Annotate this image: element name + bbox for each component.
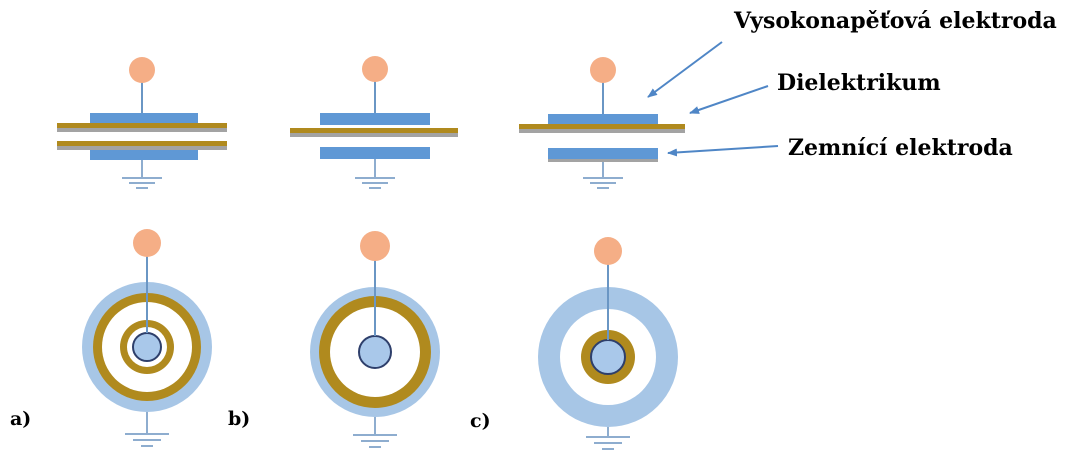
planar-config-c: [519, 57, 685, 189]
ground-electrode: [548, 148, 658, 159]
hv-electrode: [90, 113, 198, 123]
arrow-to-ground-electrode: [667, 145, 779, 157]
ground-symbol: [122, 177, 162, 189]
ground-symbol: [586, 436, 630, 450]
hv-electrode: [320, 113, 430, 125]
hv-electrode: [548, 114, 658, 124]
planar-config-a: [57, 57, 227, 189]
ground-symbol: [355, 177, 395, 189]
hv-core-electrode: [590, 339, 626, 375]
hv-terminal: [360, 231, 390, 261]
hv-terminal: [590, 57, 616, 83]
dielectric-shadow: [290, 133, 458, 137]
arrow-to-hv-electrode: [647, 41, 723, 98]
ground-electrode: [90, 150, 198, 160]
ground-electrode-shadow: [548, 159, 658, 162]
hv-terminal: [594, 237, 622, 265]
variant-label-c: c): [470, 410, 491, 432]
label-dielectric: Dielektrikum: [777, 70, 941, 96]
hv-terminal: [133, 229, 161, 257]
coaxial-config-b: [310, 231, 440, 448]
arrow-to-dielectric: [689, 85, 769, 114]
label-hv-electrode: Vysokonapěťová elektroda: [734, 8, 1057, 34]
dielectric-shadow: [519, 129, 685, 133]
upper-dielectric: [57, 123, 227, 128]
lower-dielectric: [57, 141, 227, 146]
coaxial-config-c: [538, 237, 678, 450]
label-ground-electrode: Zemnící elektroda: [788, 135, 1013, 161]
coaxial-config-a: [82, 229, 212, 447]
hv-core-electrode: [132, 332, 162, 362]
ground-electrode: [320, 147, 430, 159]
hv-terminal: [362, 56, 388, 82]
upper-dielectric-shadow: [57, 128, 227, 132]
planar-config-b: [290, 56, 458, 189]
lower-dielectric-shadow: [57, 146, 227, 150]
ground-symbol: [353, 434, 397, 448]
dielectric: [290, 128, 458, 133]
variant-label-b: b): [228, 408, 251, 430]
hv-core-electrode: [358, 335, 392, 369]
variant-label-a: a): [10, 408, 32, 430]
ground-symbol: [125, 433, 169, 447]
hv-terminal: [129, 57, 155, 83]
dielectric: [519, 124, 685, 129]
ground-symbol: [583, 177, 623, 189]
